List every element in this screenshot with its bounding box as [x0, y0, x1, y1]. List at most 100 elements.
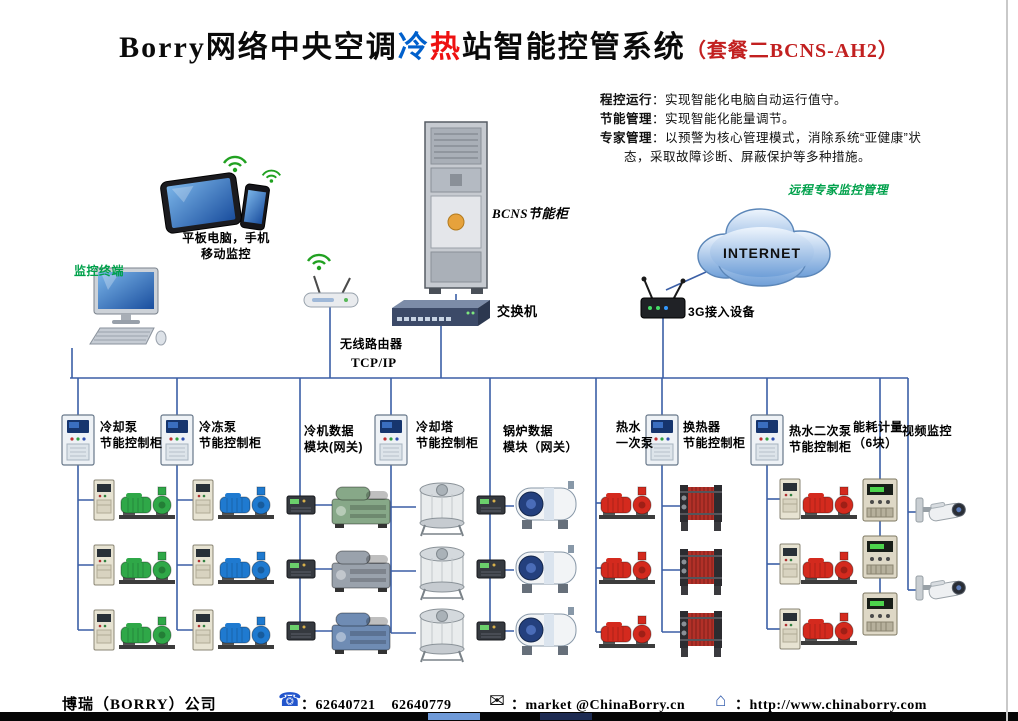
chiller-gateway-module-icon	[286, 559, 316, 579]
label-line: 热水二次泵	[789, 424, 852, 438]
hot-water-primary-pump-icon	[598, 615, 656, 649]
hot-water-secondary-pump-icon	[800, 612, 858, 646]
label-line: 锅炉数据	[503, 424, 554, 438]
boiler-gateway-module-icon	[476, 559, 506, 579]
title-hot: 热	[429, 31, 462, 64]
label-line: 视频监控	[902, 424, 953, 438]
chiller-gateway-module-icon	[286, 621, 316, 641]
boiler-icon	[515, 480, 577, 530]
small-cabinet-icon	[93, 544, 115, 586]
website-url: ：http://www.chinaborry.com	[735, 698, 927, 713]
hot-water-pump-cabinet-icon	[750, 414, 784, 466]
label-line: 模块(网关)	[304, 440, 363, 454]
cooling-tower-icon	[419, 546, 465, 601]
taskbar-item[interactable]	[540, 713, 592, 720]
column-label-cooling-tower: 冷却塔 节能控制柜	[416, 419, 479, 451]
phone-icon: ☎	[278, 690, 302, 711]
router-label: 无线路由器	[340, 337, 403, 351]
email-icon: ✉	[489, 691, 505, 712]
wireless-router-icon	[303, 275, 359, 308]
hot-water-secondary-pump-icon	[800, 551, 858, 585]
chilled-pump-icon	[217, 551, 275, 585]
label-line: 节能控制柜	[199, 436, 262, 450]
cooling-tower-icon	[419, 482, 465, 537]
heat-exchanger-icon	[679, 610, 723, 658]
chiller-icon	[331, 550, 391, 593]
label-line: 热水	[616, 420, 642, 434]
wifi-signal-icon	[261, 169, 282, 184]
feature-text: ：以预警为核心管理模式，消除系统“亚健康”状	[652, 131, 922, 145]
feature-text: 态，采取故障诊断、屏蔽保护等多种措施。	[624, 150, 872, 164]
remote-management-label: 远程专家监控管理	[788, 183, 889, 197]
small-cabinet-icon	[779, 608, 801, 650]
feature-notes: 程控运行：实现智能化电脑自动运行值守。 节能管理：实现智能化能量调节。 专家管理…	[600, 91, 930, 167]
camera-icon	[915, 575, 967, 601]
small-cabinet-icon	[93, 609, 115, 651]
cooling-tower-cabinet-icon	[374, 414, 408, 466]
column-label-hot-water-secondary-pump: 热水二次泵 节能控制柜	[789, 423, 852, 455]
energy-meter-icon	[862, 535, 898, 579]
column-label-energy-meter: 能耗计量 （6块）	[853, 419, 903, 451]
bcns-server-rack-icon	[424, 121, 488, 295]
label-line: 节能控制柜	[789, 440, 852, 454]
wifi-signal-icon	[222, 155, 248, 174]
energy-meter-icon	[862, 478, 898, 522]
phone-numbers: ：62640721 62640779	[301, 698, 452, 713]
label-line: 节能控制柜	[100, 436, 163, 450]
3g-label: 3G接入设备	[688, 305, 756, 319]
column-label-heat-exchanger: 换热器 节能控制柜	[683, 419, 746, 451]
label-line: 冷却泵	[100, 420, 138, 434]
feature-line: 程控运行：实现智能化电脑自动运行值守。	[600, 91, 930, 110]
label-line: 冷冻泵	[199, 420, 237, 434]
camera-icon	[915, 497, 967, 523]
feature-label: 程控运行	[600, 93, 653, 107]
tablet-icon	[159, 171, 243, 235]
small-cabinet-icon	[93, 479, 115, 521]
page-title: Borry网络中央空调冷热站智能控管系统（套餐二BCNS-AH2）	[0, 22, 1018, 66]
feature-label: 节能管理	[600, 112, 653, 126]
small-cabinet-icon	[192, 544, 214, 586]
mobile-label-line2: 移动监控	[200, 247, 251, 261]
column-label-hot-water-primary-pump: 热水 一次泵	[616, 419, 654, 451]
home-icon: ⌂	[715, 690, 727, 711]
feature-line: 专家管理：以预警为核心管理模式，消除系统“亚健康”状	[600, 129, 930, 148]
small-cabinet-icon	[779, 543, 801, 585]
phone-device-icon	[239, 183, 271, 231]
label-line: 换热器	[683, 420, 721, 434]
column-label-video-surveillance: 视频监控	[902, 423, 952, 439]
label-line: 节能控制柜	[683, 436, 746, 450]
cooling-pump-icon	[118, 616, 176, 650]
hot-water-primary-pump-icon	[598, 486, 656, 520]
cooling-tower-icon	[419, 608, 465, 663]
chilled-pump-cabinet-icon	[160, 414, 194, 466]
cooling-pump-cabinet-icon	[61, 414, 95, 466]
chiller-icon	[331, 612, 391, 655]
rack-label: BCNS节能柜	[492, 206, 569, 221]
small-cabinet-icon	[192, 609, 214, 651]
bottom-taskbar	[0, 712, 1018, 721]
energy-meter-icon	[862, 592, 898, 636]
chiller-gateway-module-icon	[286, 495, 316, 515]
mobile-label-line1: 平板电脑，手机	[182, 231, 270, 245]
label-line: 冷却塔	[416, 420, 454, 434]
title-cold: 冷	[397, 31, 430, 64]
internet-label: INTERNET	[723, 245, 801, 261]
column-label-chilled-pump: 冷冻泵 节能控制柜	[199, 419, 262, 451]
small-cabinet-icon	[779, 478, 801, 520]
taskbar-item[interactable]	[428, 713, 480, 720]
label-line: （6块）	[853, 436, 898, 450]
network-switch-icon	[392, 300, 490, 326]
hot-water-primary-pump-icon	[598, 551, 656, 585]
feature-text: ：实现智能化能量调节。	[652, 112, 796, 126]
title-suffix: （套餐二BCNS-AH2）	[685, 40, 899, 62]
boiler-gateway-module-icon	[476, 495, 506, 515]
title-part1: Borry网络中央空调	[119, 31, 398, 64]
feature-text: ：实现智能化电脑自动运行值守。	[652, 93, 848, 107]
cooling-pump-icon	[118, 486, 176, 520]
title-part2: 站智能控管系统	[461, 31, 686, 64]
label-line: 冷机数据	[304, 424, 355, 438]
protocol-label: TCP/IP	[351, 355, 397, 370]
label-line: 模块（网关）	[503, 440, 579, 454]
